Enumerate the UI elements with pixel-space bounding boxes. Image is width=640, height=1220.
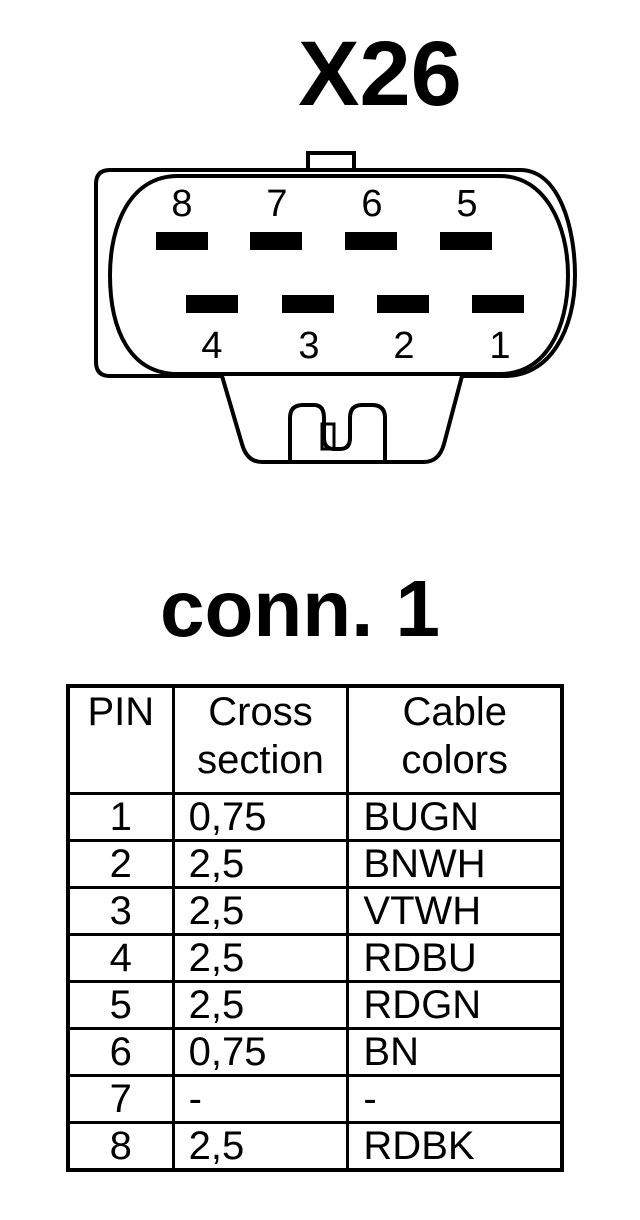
cable-color-cell: RDBU — [346, 933, 564, 983]
pin-cell: 2 — [66, 839, 175, 889]
cable-color-cell: BNWH — [346, 839, 564, 889]
cross-section-cell: - — [171, 1074, 350, 1124]
cross-section-cell: 2,5 — [171, 839, 350, 889]
pin-cell: 5 — [66, 980, 175, 1030]
pin-cell: 6 — [66, 1027, 175, 1077]
pin-contact-2 — [377, 295, 429, 313]
cross-section-cell: 2,5 — [171, 933, 350, 983]
table-row: 7-- — [66, 1074, 564, 1124]
connector-label: conn. 1 — [159, 564, 441, 653]
pin-number-label: 4 — [201, 325, 222, 367]
pin-contact-7 — [250, 232, 302, 250]
cross-section-cell: 2,5 — [171, 980, 350, 1030]
pin-contact-1 — [472, 295, 524, 313]
pin-contact-3 — [282, 295, 334, 313]
cable-color-cell: VTWH — [346, 886, 564, 936]
connector-key — [306, 151, 356, 172]
pin-number-label: 6 — [361, 183, 382, 225]
pin-number-label: 3 — [298, 325, 319, 367]
pin-cell: 7 — [66, 1074, 175, 1124]
pin-number-label: 7 — [266, 183, 287, 225]
latch-slot — [320, 422, 336, 451]
cross-section-cell: 2,5 — [171, 1121, 350, 1172]
pin-cell: 8 — [66, 1121, 175, 1172]
pin-number-label: 5 — [456, 183, 477, 225]
cable-color-cell: BN — [346, 1027, 564, 1077]
cable-color-cell: RDGN — [346, 980, 564, 1030]
connector-housing — [94, 168, 578, 378]
pin-number-label: 1 — [489, 325, 510, 367]
cable-color-cell: BUGN — [346, 792, 564, 842]
header-pin: PIN — [66, 684, 175, 795]
cable-color-cell: - — [346, 1074, 564, 1124]
pin-contact-8 — [156, 232, 208, 250]
connector-latch — [220, 375, 464, 464]
pin-cell: 3 — [66, 886, 175, 936]
pin-cell: 1 — [66, 792, 175, 842]
connector-title: X26 — [298, 23, 462, 125]
pin-contact-5 — [440, 232, 492, 250]
cable-color-cell: RDBK — [346, 1121, 564, 1172]
connector-face — [107, 174, 571, 376]
cross-section-cell: 0,75 — [171, 792, 350, 842]
pin-contact-6 — [345, 232, 397, 250]
cross-section-cell: 0,75 — [171, 1027, 350, 1077]
connector-diagram: 8 7 6 5 4 3 2 1 — [94, 151, 578, 464]
pin-number-label: 8 — [171, 183, 192, 225]
cross-section-cell: 2,5 — [171, 886, 350, 936]
pin-contact-4 — [186, 295, 238, 313]
pin-cell: 4 — [66, 933, 175, 983]
pin-number-label: 2 — [393, 325, 414, 367]
latch-clip — [288, 403, 387, 462]
